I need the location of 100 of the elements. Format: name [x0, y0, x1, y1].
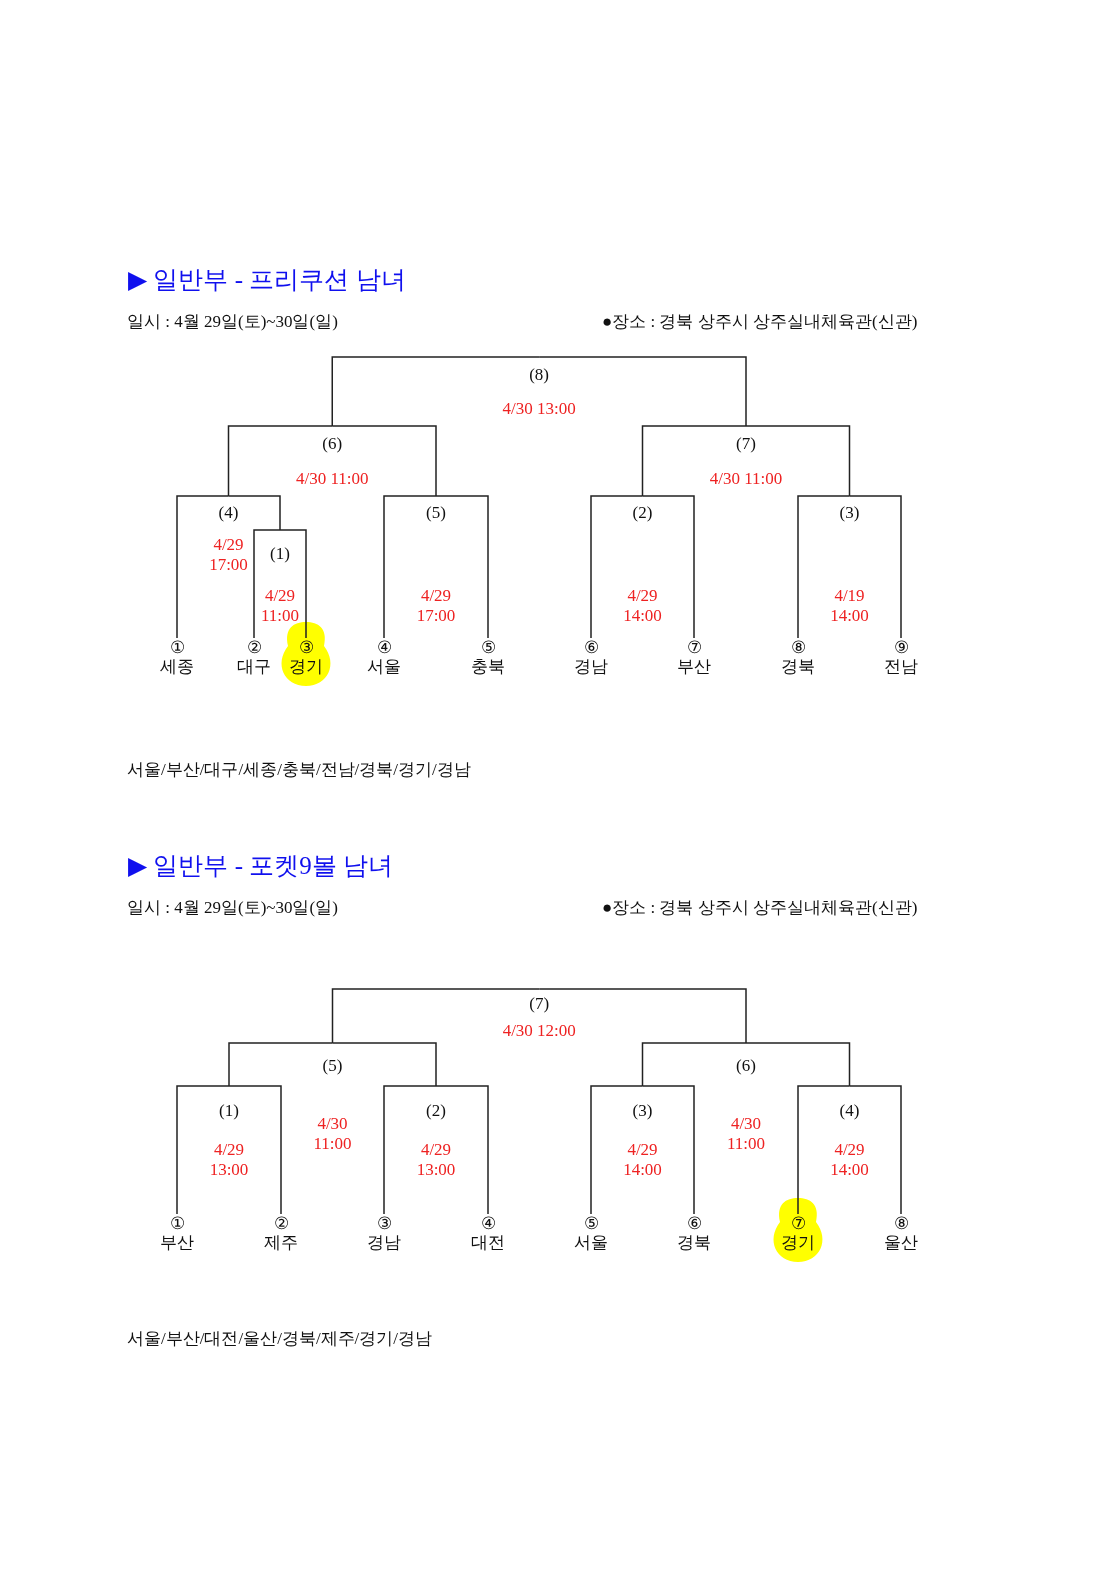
team-name: 대구: [236, 657, 272, 676]
schedule-text: 일시 : 4월 29일(토)~30일(일): [127, 897, 338, 919]
match-time: 4/30 11:00: [708, 469, 784, 489]
match-number: (6): [735, 1056, 757, 1076]
seed-number: ①: [168, 1214, 186, 1233]
match-number: (5): [425, 503, 447, 523]
match-number: (2): [631, 503, 654, 523]
bracket-line: [848, 495, 902, 639]
bracket-line: [279, 529, 307, 639]
participant-list: 서울/부산/대구/세종/충북/전남/경북/경기/경남: [127, 759, 471, 781]
bracket-line: [228, 1085, 282, 1215]
venue-text: ●장소 : 경북 상주시 상주실내체육관(신관): [602, 897, 918, 919]
bracket-line: [590, 495, 644, 639]
match-number: (4): [838, 1101, 861, 1121]
match-number: (6): [321, 434, 344, 454]
match-time: 4/30 13:00: [501, 399, 577, 419]
match-time: 4/29 17:00: [208, 535, 249, 575]
bracket-line: [745, 1042, 851, 1087]
team-name: 서울: [573, 1233, 609, 1252]
team-name: 전남: [883, 657, 919, 676]
match-time: 4/29 14:00: [829, 1140, 870, 1180]
team-name: 경기: [288, 657, 324, 676]
seed-number: ②: [245, 638, 263, 657]
seed-number: ④: [479, 1214, 497, 1233]
seed-number: ⑧: [789, 638, 807, 657]
seed-number: ⑦: [789, 1214, 807, 1233]
bracket-line: [435, 495, 489, 639]
bracket-line: [383, 495, 437, 639]
team-name: 충북: [470, 657, 506, 676]
team-name: 서울: [366, 657, 402, 676]
bracket-line: [435, 1085, 489, 1215]
bracket-line: [331, 1042, 437, 1087]
bracket-line: [538, 988, 747, 1044]
match-time: 4/29 13:00: [208, 1140, 250, 1180]
team-name: 제주: [263, 1233, 299, 1252]
seed-number: ⑥: [582, 638, 600, 657]
match-time: 4/19 14:00: [829, 586, 870, 626]
match-number: (7): [735, 434, 757, 454]
seed-number: ⑤: [582, 1214, 600, 1233]
match-number: (5): [321, 1056, 344, 1076]
team-name: 대전: [470, 1233, 506, 1252]
match-number: (2): [425, 1101, 447, 1121]
bracket-line: [745, 425, 851, 497]
match-time: 4/29 17:00: [415, 586, 457, 626]
bracket-line: [383, 1085, 437, 1215]
bracket-line: [331, 988, 540, 1044]
team-name: 부산: [159, 1233, 195, 1252]
seed-number: ②: [272, 1214, 290, 1233]
participant-list: 서울/부산/대전/울산/경북/제주/경기/경남: [127, 1328, 433, 1350]
bracket-line: [797, 495, 851, 639]
bracket-line: [538, 356, 747, 427]
match-number: (3): [838, 503, 861, 523]
venue-text: ●장소 : 경북 상주시 상주실내체육관(신관): [602, 311, 918, 333]
seed-number: ⑦: [685, 638, 703, 657]
bracket-line: [641, 495, 695, 639]
team-name: 경남: [573, 657, 609, 676]
team-name: 부산: [676, 657, 712, 676]
match-number: (1): [218, 1101, 240, 1121]
match-time: 4/29 11:00: [259, 586, 301, 626]
bracket-line: [848, 1085, 902, 1215]
team-name: 경북: [780, 657, 816, 676]
match-number: (7): [528, 994, 551, 1014]
seed-number: ①: [168, 638, 186, 657]
seed-number: ⑤: [479, 638, 497, 657]
seed-number: ④: [375, 638, 393, 657]
seed-number: ⑧: [892, 1214, 910, 1233]
bracket-line: [176, 495, 230, 639]
match-time: 4/30 11:00: [294, 469, 370, 489]
match-number: (3): [631, 1101, 654, 1121]
section-heading: ▶ 일반부 - 프리쿠션 남녀: [128, 265, 406, 295]
bracket-line: [797, 1085, 851, 1215]
team-name: 경남: [366, 1233, 402, 1252]
seed-number: ③: [375, 1214, 393, 1233]
seed-number: ⑥: [685, 1214, 703, 1233]
match-number: (8): [528, 365, 551, 385]
match-time: 4/30 11:00: [312, 1114, 353, 1154]
bracket-line: [228, 1042, 334, 1087]
match-time: 4/30 11:00: [725, 1114, 767, 1154]
bracket-line: [590, 1085, 644, 1215]
bracket-line: [176, 1085, 230, 1215]
team-name: 경북: [676, 1233, 712, 1252]
seed-number: ⑨: [892, 638, 910, 657]
match-number: (1): [269, 544, 291, 564]
team-name: 경기: [780, 1233, 816, 1252]
bracket-line: [253, 529, 281, 639]
match-time: 4/29 14:00: [622, 586, 663, 626]
bracket-line: [227, 495, 281, 531]
match-time: 4/29 14:00: [622, 1140, 663, 1180]
section-heading: ▶ 일반부 - 포켓9볼 남녀: [128, 851, 394, 881]
bracket-line: [331, 356, 540, 427]
schedule-text: 일시 : 4월 29일(토)~30일(일): [127, 311, 338, 333]
bracket-line: [227, 425, 333, 497]
match-number: (4): [217, 503, 240, 523]
match-time: 4/30 12:00: [501, 1021, 577, 1041]
bracket-line: [331, 425, 437, 497]
team-name: 세종: [159, 657, 195, 676]
seed-number: ③: [297, 638, 315, 657]
match-time: 4/29 13:00: [415, 1140, 457, 1180]
bracket-line: [641, 1085, 695, 1215]
team-name: 울산: [883, 1233, 919, 1252]
